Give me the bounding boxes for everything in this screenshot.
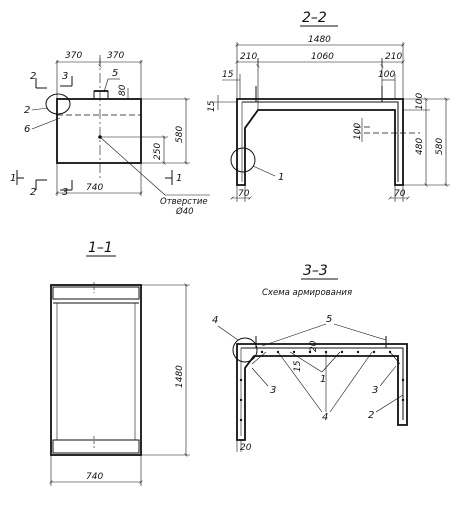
detail-circle-1 [230,147,256,173]
dim-80-side: 80 [118,84,128,96]
cut-2-top: 2 [30,71,36,82]
hole-note: Отверстие [160,197,208,207]
dim-100-inner-22: 100 [353,123,363,140]
dim-1480-22: 1480 [308,35,331,45]
dim-100-outer-22: 100 [415,93,425,110]
label-5-33: 5 [326,314,332,325]
dim-15-side-22: 15 [207,100,217,112]
cut-3-bottom: 3 [62,187,68,198]
dim-740-side: 740 [86,183,103,193]
rebar-dots [239,350,405,422]
label-6-side: 6 [24,124,30,135]
section-1-1-bottom-band [52,439,140,454]
hole-diameter: Ø40 [175,206,194,217]
label-15-33: 15 [293,360,303,372]
dim-70-right-22: 70 [394,189,406,199]
dim-15-top-22: 15 [222,70,234,80]
dim-100-top-22: 100 [378,70,395,80]
dim-370-left: 370 [65,51,82,61]
dim-1480-11: 1480 [175,365,185,388]
dim-210-right-22: 210 [385,52,402,62]
dim-580-22: 580 [435,138,445,155]
dim-210-left-22: 210 [240,52,257,62]
cut-3-top: 3 [62,71,68,82]
section-1-1: 1–1 1480 740 [49,240,190,486]
label-1-22: 1 [278,172,284,183]
section-3-3-title: 3–3 [303,263,328,279]
section-2-2-outline [236,98,404,186]
dim-70-left-22: 70 [238,189,250,199]
label-3-right-33: 3 [372,385,378,396]
cut-2-bottom: 2 [30,187,36,198]
section-3-3: 3–3 Схема армирования [212,263,408,453]
lifting-loop-5 [93,90,109,100]
label-2-33: 2 [368,410,374,421]
dim-370-right: 370 [107,51,124,61]
section-1-1-top-band [52,286,140,300]
side-view-outline [56,98,142,164]
label-4-bottom-33: 4 [322,412,328,423]
dim-740-11: 740 [86,472,103,482]
label-20-top-33: 20 [309,340,319,352]
label-20-bottom-33: 20 [240,443,252,453]
detail-circle-2 [45,93,71,115]
label-2-side: 2 [24,105,30,116]
section-1-1-title: 1–1 [88,240,113,256]
section-2-2-title: 2–2 [302,10,327,26]
label-1-33: 1 [320,374,326,385]
dim-480-22: 480 [415,138,425,155]
label-3-left-33: 3 [270,385,276,396]
label-4-top-33: 4 [212,315,218,326]
section-2-2-rebar [242,101,399,182]
label-5-side: 5 [112,68,118,79]
cut-1-right: 1 [176,173,182,184]
section-1-1-outline [50,284,142,456]
section-2-2: 2–2 1480 210 1060 210 15 100 [207,10,450,202]
section-3-3-rebar-main [241,347,404,420]
detail-circle-4 [232,337,258,363]
dim-580-side: 580 [175,126,185,143]
side-view: 370 370 5 80 580 250 740 2 3 2 6 [10,51,210,217]
section-3-3-caption: Схема армирования [262,288,352,298]
section-3-3-outline [236,343,408,441]
cut-1-left: 1 [10,173,16,184]
dim-1060-22: 1060 [311,52,334,62]
dim-250-side: 250 [153,143,163,160]
